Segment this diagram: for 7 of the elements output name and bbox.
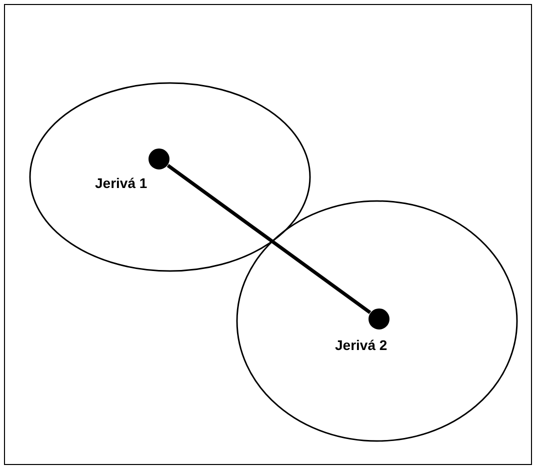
circle-outline bbox=[236, 200, 518, 442]
point-label: Jerivá 2 bbox=[335, 337, 388, 353]
point-label: Jerivá 1 bbox=[95, 175, 148, 191]
point-dot bbox=[368, 308, 390, 330]
point-dot bbox=[148, 148, 170, 170]
connecting-line bbox=[166, 164, 372, 314]
circle-outline bbox=[29, 82, 311, 272]
